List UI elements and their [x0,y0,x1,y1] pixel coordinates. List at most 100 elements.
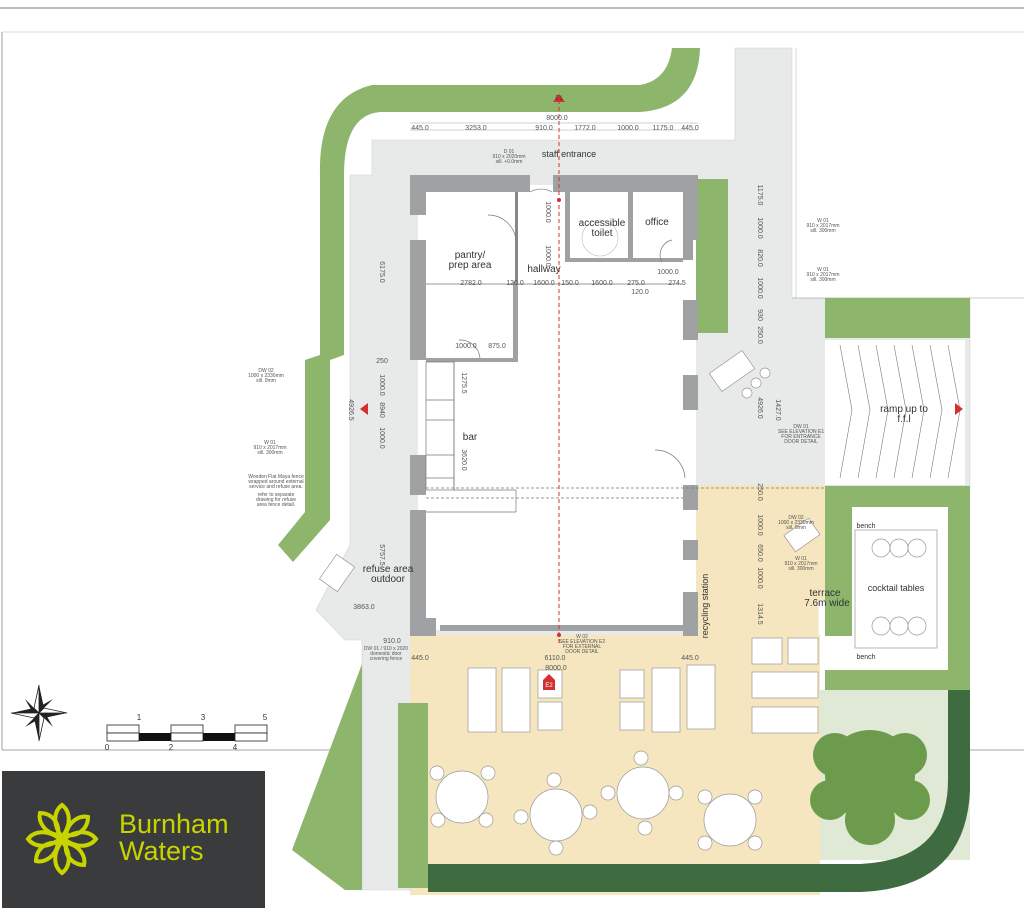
svg-text:875.0: 875.0 [488,343,506,350]
label-cocktail: cocktail tables [868,583,925,593]
scale-label-1: 1 [137,713,142,722]
leaf-logo-icon [25,802,99,876]
brand-line-1: Burnham [119,809,229,839]
label-ramp: ramp up to [880,404,928,415]
svg-text:1427.0: 1427.0 [774,399,781,421]
svg-text:service and refuse area.: service and refuse area. [249,484,303,490]
dimensions-right: 445.0 6110.0 445.0 8000.0 1175.0 1000.0 … [411,185,781,672]
svg-text:1600.0: 1600.0 [533,280,555,287]
marker-e1: E1 [555,96,563,102]
svg-text:DW 02: DW 02 [258,368,274,374]
terrace-furniture [429,529,938,856]
svg-text:1000.0: 1000.0 [756,217,763,239]
svg-text:sill. 300mm: sill. 300mm [810,277,835,283]
svg-text:sill. 300mm: sill. 300mm [257,450,282,456]
label-pantry: pantry/ [455,250,486,261]
svg-text:FOR EXTERNAL: FOR EXTERNAL [563,644,602,650]
svg-text:1000.0: 1000.0 [617,125,639,132]
label-bench-top: bench [856,523,875,530]
svg-text:drawing for refuse: drawing for refuse [256,497,296,503]
svg-text:covering fence: covering fence [370,656,403,662]
svg-text:SEE ELEVATION E1: SEE ELEVATION E1 [778,429,824,435]
label-ramp-2: f.f.l [897,414,910,425]
svg-text:1175.0: 1175.0 [756,185,763,206]
scale-bar: 0 1 2 3 4 5 [105,713,268,752]
svg-text:6175.0: 6175.0 [378,261,385,283]
svg-text:250.0: 250.0 [756,483,763,501]
svg-text:250: 250 [376,358,388,365]
label-bench-bottom: bench [856,654,875,661]
svg-text:W 01: W 01 [795,556,807,562]
svg-text:FOR ENTRANCE: FOR ENTRANCE [781,434,821,440]
svg-text:445.0: 445.0 [681,125,699,132]
svg-text:1000.0: 1000.0 [455,343,477,350]
label-toilet-2: toilet [591,228,612,239]
svg-text:1000 x 2330mm: 1000 x 2330mm [778,520,814,526]
svg-text:120.0: 120.0 [631,289,649,296]
svg-text:3620.0: 3620.0 [460,449,467,471]
entrance-furniture [318,350,821,593]
svg-text:910 x 2017mm: 910 x 2017mm [253,445,286,451]
svg-text:1600.0: 1600.0 [591,280,613,287]
label-recycling: recycling station [700,574,710,639]
label-terrace-2: 7.6m wide [804,598,850,609]
svg-text:1000.0: 1000.0 [756,277,763,299]
svg-text:1275.5: 1275.5 [460,372,467,394]
svg-text:8000.0: 8000.0 [546,115,568,122]
svg-text:445.0: 445.0 [411,655,429,662]
label-staff-entrance: staff entrance [542,149,596,159]
label-toilet: accessible [579,218,626,229]
svg-text:8940: 8940 [378,402,385,418]
svg-text:DW 01: DW 01 [793,424,809,430]
svg-text:sill. +0.0mm: sill. +0.0mm [496,159,523,165]
annotations: D 01 910 x 2020mm sill. +0.0mm W 01 910 … [248,149,839,662]
svg-text:SEE ELEVATION E2: SEE ELEVATION E2 [559,639,605,645]
svg-text:DOOR DETAIL: DOOR DETAIL [565,649,599,655]
svg-text:910 x 2017mm: 910 x 2017mm [806,223,839,229]
svg-text:W 01: W 01 [264,440,276,446]
svg-text:Wooden Flat Maya fence: Wooden Flat Maya fence [248,474,304,480]
brand-name: Burnham Waters [119,811,229,865]
label-bar: bar [463,432,478,443]
dimensions-top: 8000.0 445.0 3253.0 910.0 1772.0 1000.0 … [410,115,699,350]
svg-text:8000.0: 8000.0 [545,665,567,672]
svg-text:1000.0: 1000.0 [544,245,551,267]
room-labels: pantry/ prep area hallway accessible toi… [363,149,929,661]
svg-text:445.0: 445.0 [411,125,429,132]
label-refuse-2: outdoor [371,574,406,585]
compass-icon [10,684,68,742]
label-hallway: hallway [527,264,560,275]
ramp-hatch [825,340,965,485]
svg-text:445.0: 445.0 [681,655,699,662]
label-terrace: terrace [809,588,841,599]
svg-text:5757.5: 5757.5 [378,544,385,566]
svg-text:910.0: 910.0 [535,125,553,132]
svg-text:930: 930 [756,309,763,321]
svg-text:wrapped around external: wrapped around external [248,479,303,485]
svg-text:274.5: 274.5 [668,280,686,287]
svg-text:sill. 300mm: sill. 300mm [810,228,835,234]
walls [410,175,698,636]
brand-logo: Burnham Waters [2,771,265,908]
svg-text:910 x 2020mm: 910 x 2020mm [492,154,525,160]
scale-label-2: 2 [169,743,174,752]
scale-label-4: 4 [233,743,238,752]
svg-text:1000.0: 1000.0 [657,269,679,276]
svg-text:3253.0: 3253.0 [465,125,487,132]
markers [360,94,963,690]
svg-text:1000.0: 1000.0 [544,201,551,223]
svg-text:refer to separate: refer to separate [258,492,295,498]
svg-text:2782.0: 2782.0 [460,280,482,287]
svg-text:1000 x 2330mm: 1000 x 2330mm [248,373,284,379]
svg-text:W 01: W 01 [817,267,829,273]
svg-text:4926.0: 4926.0 [756,397,763,419]
label-office: office [645,217,669,228]
hedges [278,48,970,890]
svg-text:250.0: 250.0 [756,326,763,344]
svg-text:W 01: W 01 [817,218,829,224]
svg-text:1000.0: 1000.0 [756,567,763,589]
svg-text:sill. 0mm: sill. 0mm [786,525,806,531]
svg-text:910 x 2017mm: 910 x 2017mm [784,561,817,567]
svg-text:DW 01 / 910 x 2020: DW 01 / 910 x 2020 [364,646,408,652]
